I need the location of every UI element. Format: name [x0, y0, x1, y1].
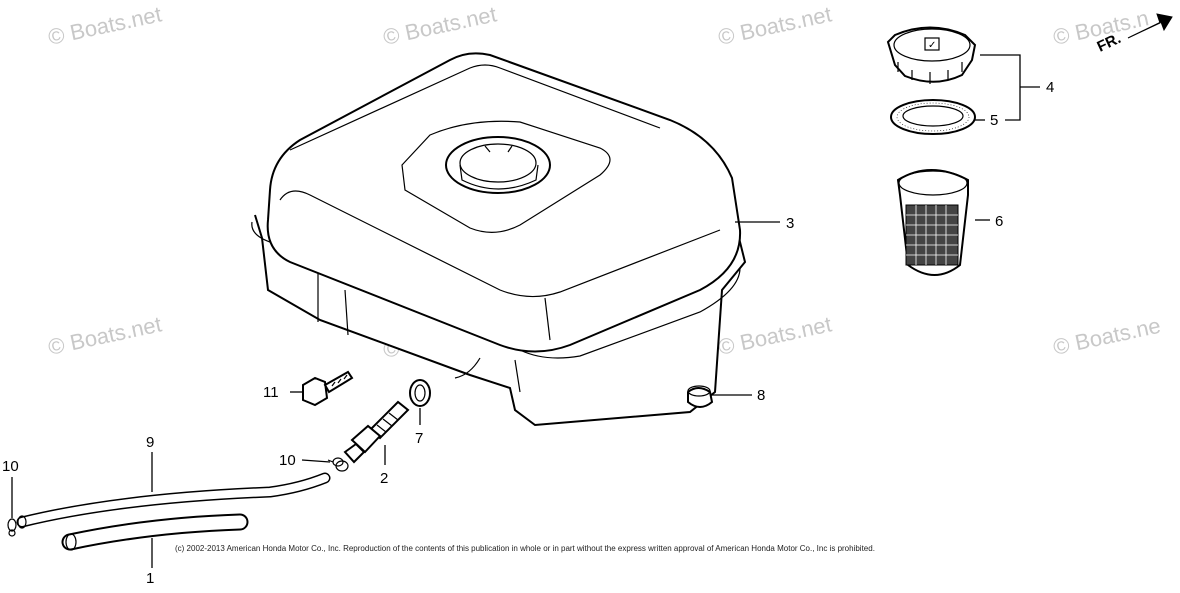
- watermark: © Boats.net: [716, 1, 834, 49]
- fuel-hose: [61, 513, 249, 551]
- callout-10-left: 10: [2, 458, 19, 475]
- fuel-tank: [251, 52, 747, 427]
- hose-clip: [327, 457, 344, 467]
- callout-10: 10: [279, 452, 296, 469]
- watermark: © Boats.net: [381, 1, 499, 49]
- callout-7: 7: [415, 430, 423, 447]
- flange-bolt: [302, 370, 354, 407]
- callout-5: 5: [990, 112, 998, 129]
- callout-6: 6: [995, 213, 1003, 230]
- cap-gasket: [890, 99, 976, 135]
- callout-8: 8: [757, 387, 765, 404]
- callout-2: 2: [380, 470, 388, 487]
- front-arrow-icon: [1127, 13, 1173, 39]
- watermark: © Boats.net: [46, 311, 164, 359]
- leader-lines: [11, 54, 1040, 568]
- watermark: © Boats.net: [46, 1, 164, 49]
- callout-11: 11: [263, 384, 279, 401]
- watermark: © Boats.ne: [1051, 313, 1163, 360]
- callout-3: 3: [786, 215, 794, 232]
- copyright-notice: (c) 2002-2013 American Honda Motor Co., …: [175, 544, 875, 553]
- plug: [687, 385, 714, 408]
- callout-1: 1: [146, 570, 154, 587]
- fuel-cap: ✓: [886, 26, 977, 84]
- fuel-strainer: [896, 169, 969, 276]
- callouts: 4 5 6 3 8 7 2 11 10 9 1 10: [2, 79, 1054, 587]
- cap-logo-icon: ✓: [928, 40, 936, 51]
- washer: [409, 379, 431, 407]
- fuel-cock: [335, 400, 410, 472]
- hose-clip-left: [7, 518, 17, 537]
- fuel-tube: [16, 472, 331, 529]
- watermark: © Boats.net: [716, 311, 834, 359]
- callout-4: 4: [1046, 79, 1054, 96]
- callout-9: 9: [146, 434, 154, 451]
